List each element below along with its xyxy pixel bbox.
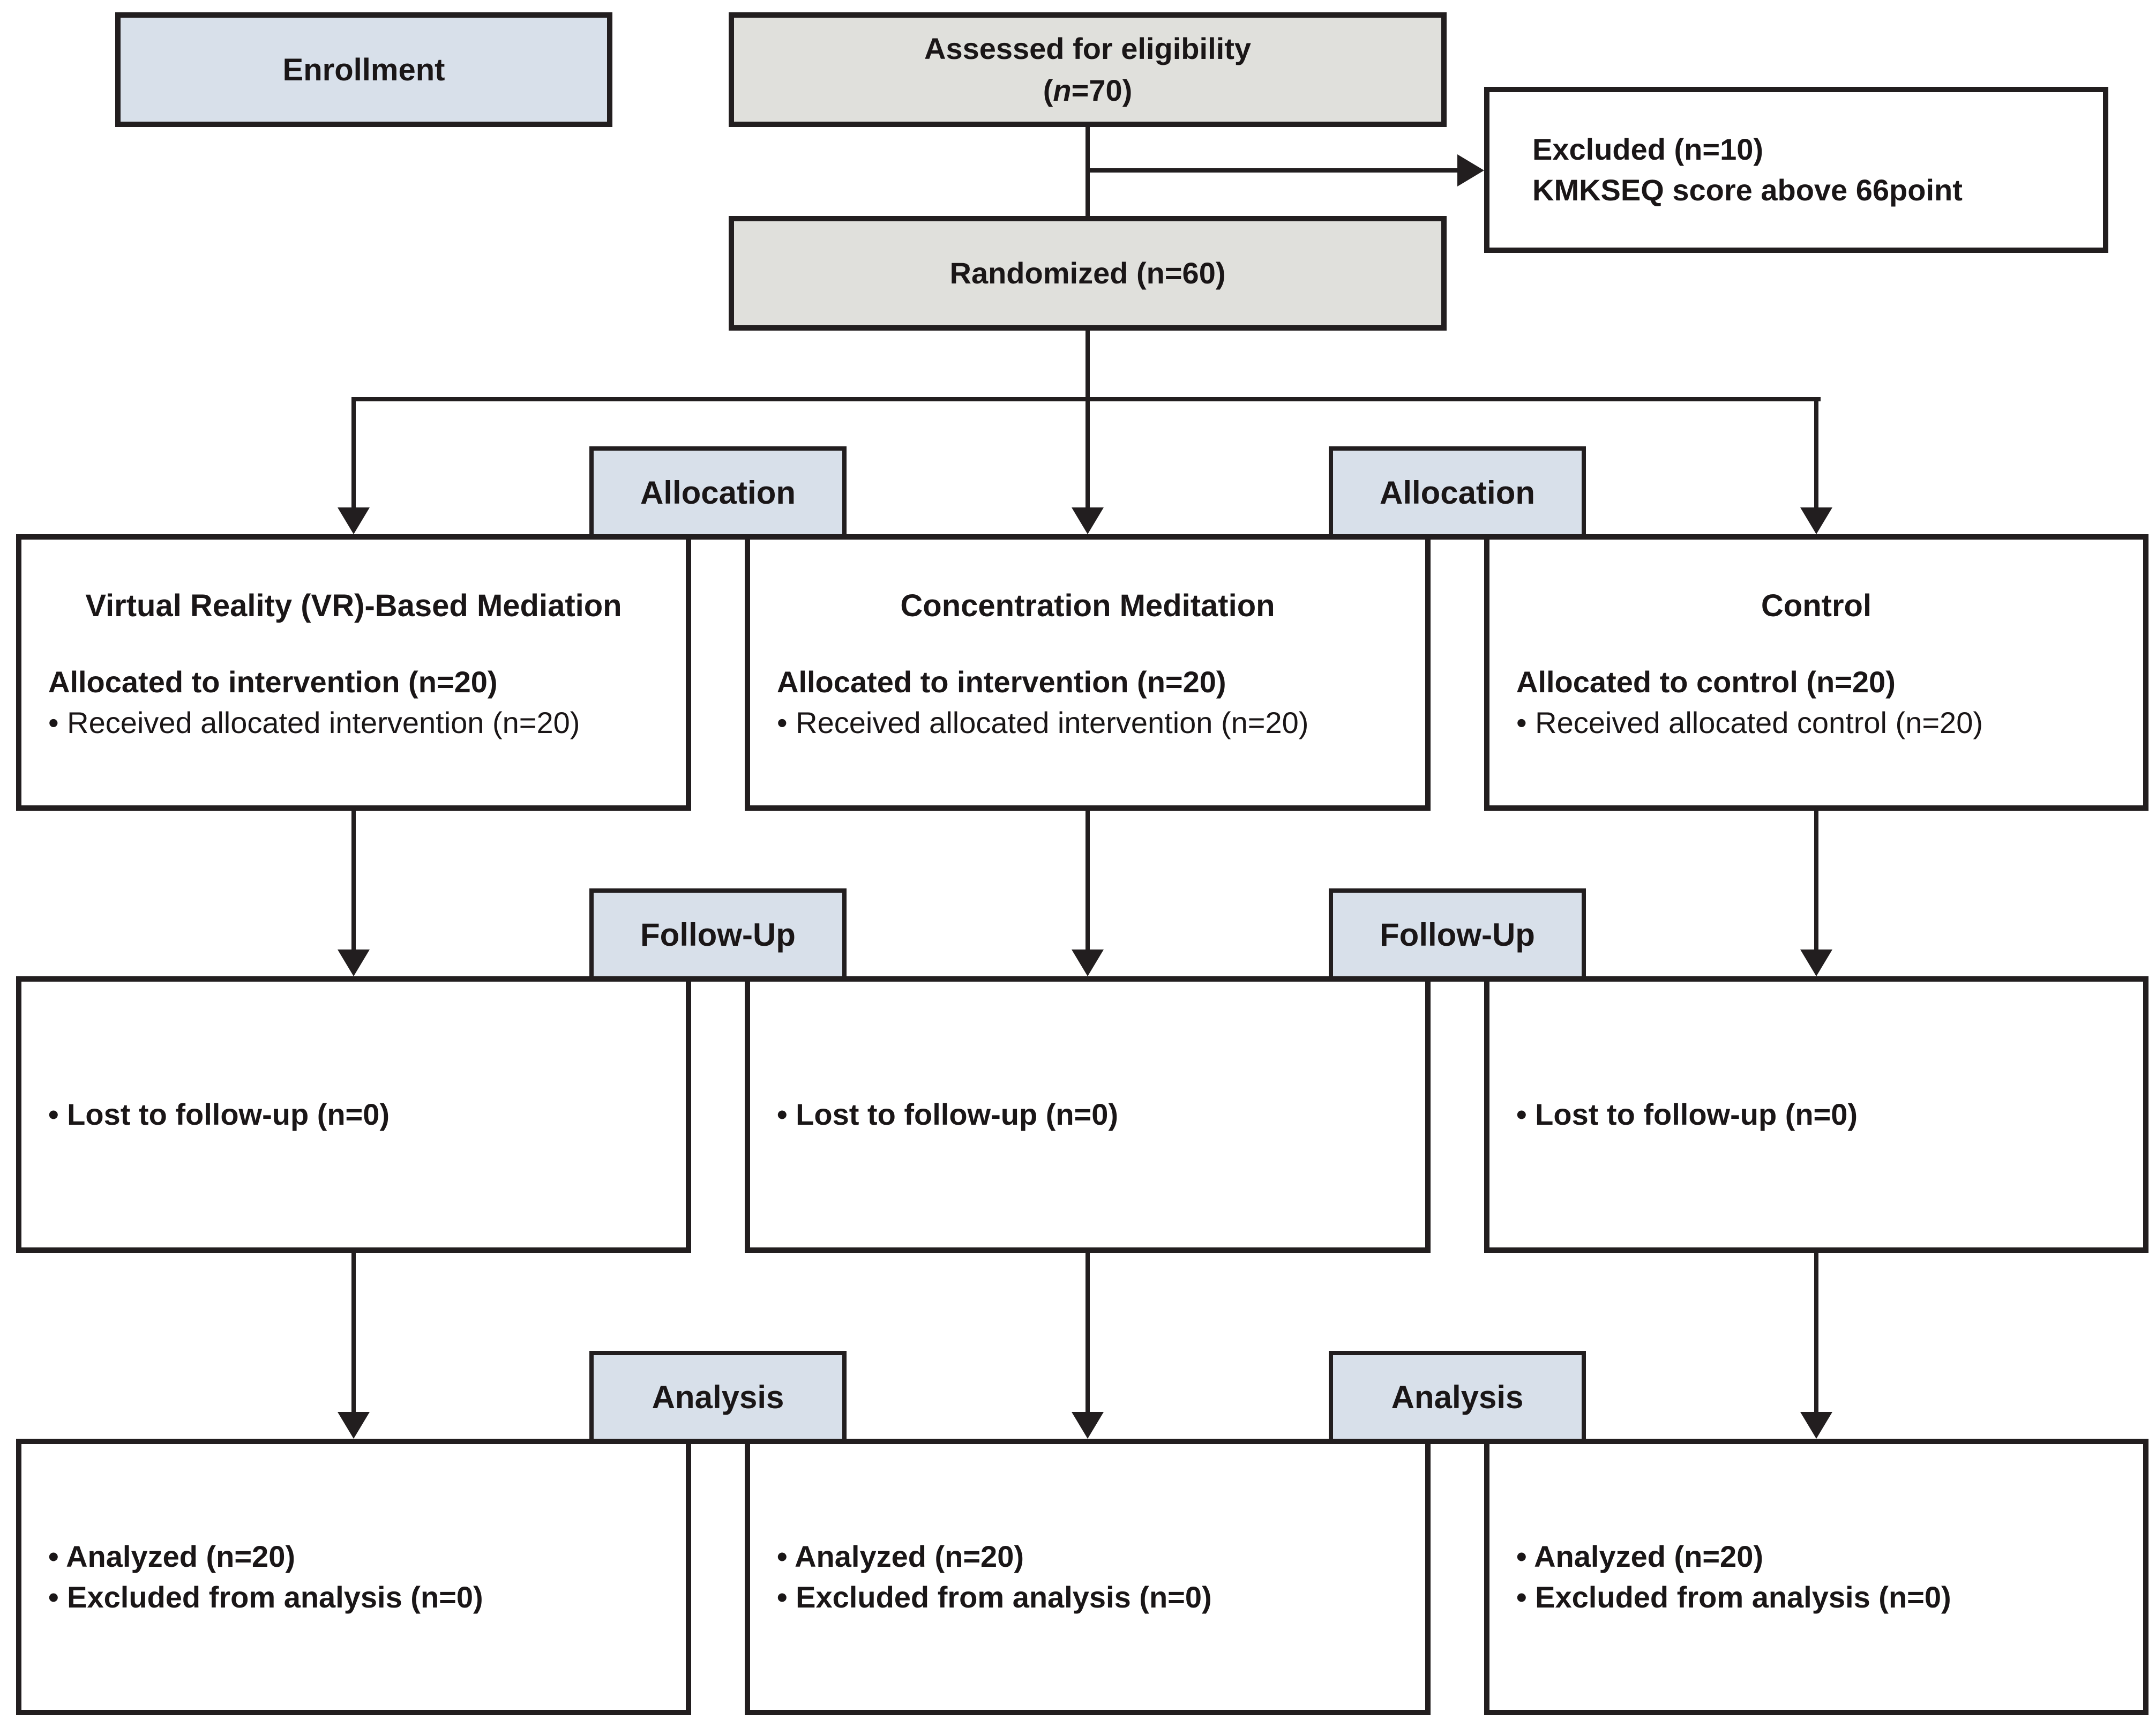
analysis-bullet2: • Excluded from analysis (n=0) <box>1516 1580 1951 1614</box>
followup-bullet: • Lost to follow-up (n=0) <box>777 1097 1119 1131</box>
randomized-label: Randomized (n=60) <box>949 256 1226 290</box>
connector-followup-middle <box>1086 811 1090 951</box>
excluded-box: Excluded (n=10) KMKSEQ score above 66poi… <box>1484 87 2108 253</box>
arm-title: Concentration Meditation <box>900 588 1275 623</box>
analysis-bullet1: • Analyzed (n=20) <box>1516 1539 1763 1573</box>
connector-analysis-right <box>1814 1253 1818 1413</box>
arrowhead-allocation-middle <box>1072 507 1104 534</box>
arm-title: Virtual Reality (VR)-Based Mediation <box>85 588 622 623</box>
arrowhead-allocation-left <box>338 507 370 534</box>
allocation-bullet: • Received allocated intervention (n=20) <box>777 706 1309 739</box>
followup-bullet: • Lost to follow-up (n=0) <box>48 1097 390 1131</box>
branch-drop-left <box>351 397 356 507</box>
arrowhead-followup-middle <box>1072 950 1104 976</box>
connector-followup-right <box>1814 811 1818 951</box>
enrollment-label: Enrollment <box>282 52 445 87</box>
assessed-line1: Assessed for eligibility <box>924 31 1251 65</box>
analysis-box-vr: • Analyzed (n=20) • Excluded from analys… <box>16 1444 691 1715</box>
connector-followup-left <box>351 811 356 951</box>
arrowhead-analysis-right <box>1800 1412 1832 1439</box>
excluded-line1: Excluded (n=10) <box>1532 132 1764 166</box>
analysis-label-right: Analysis <box>1329 1351 1586 1439</box>
allocation-row: Virtual Reality (VR)-Based Mediation All… <box>16 534 2148 811</box>
allocation-label-left: Allocation <box>589 446 847 534</box>
arrowhead-allocation-right <box>1800 507 1832 534</box>
assessed-line2: (n=70) <box>1043 73 1133 107</box>
arrowhead-analysis-left <box>338 1412 370 1439</box>
excluded-line2: KMKSEQ score above 66point <box>1532 173 1963 207</box>
allocation-bullet: • Received allocated control (n=20) <box>1516 706 1983 739</box>
followup-box-vr: • Lost to follow-up (n=0) <box>16 982 691 1253</box>
allocation-bullet: • Received allocated intervention (n=20) <box>48 706 580 739</box>
enrollment-label-box: Enrollment <box>115 12 612 127</box>
followup-box-control: • Lost to follow-up (n=0) <box>1484 982 2148 1253</box>
followup-label-right: Follow-Up <box>1329 888 1586 976</box>
arrowhead-followup-left <box>338 950 370 976</box>
followup-bullet: • Lost to follow-up (n=0) <box>1516 1097 1858 1131</box>
branch-drop-middle <box>1086 397 1090 507</box>
arrowhead-followup-right <box>1800 950 1832 976</box>
allocation-box-control: Control Allocated to control (n=20) • Re… <box>1484 540 2148 811</box>
allocation-box-vr: Virtual Reality (VR)-Based Mediation All… <box>16 540 691 811</box>
connector-randomized-branch <box>1086 331 1090 401</box>
randomized-box: Randomized (n=60) <box>729 216 1447 331</box>
allocation-box-concentration: Concentration Meditation Allocated to in… <box>745 540 1431 811</box>
analysis-bullet1: • Analyzed (n=20) <box>48 1539 295 1573</box>
italic-n: n <box>1053 73 1072 107</box>
allocation-heading: Allocated to control (n=20) <box>1516 665 1896 699</box>
arrowhead-analysis-middle <box>1072 1412 1104 1439</box>
followup-label-left: Follow-Up <box>589 888 847 976</box>
followup-box-concentration: • Lost to follow-up (n=0) <box>745 982 1431 1253</box>
allocation-heading: Allocated to intervention (n=20) <box>777 665 1226 699</box>
arrowhead-excluded <box>1457 154 1484 186</box>
analysis-row: • Analyzed (n=20) • Excluded from analys… <box>16 1439 2148 1715</box>
connector-analysis-left <box>351 1253 356 1413</box>
analysis-bullet2: • Excluded from analysis (n=0) <box>48 1580 483 1614</box>
followup-row: • Lost to follow-up (n=0) • Lost to foll… <box>16 976 2148 1253</box>
allocation-heading: Allocated to intervention (n=20) <box>48 665 498 699</box>
connector-analysis-middle <box>1086 1253 1090 1413</box>
assessed-eligibility-box: Assessed for eligibility (n=70) <box>729 12 1447 127</box>
allocation-label-right: Allocation <box>1329 446 1586 534</box>
analysis-box-concentration: • Analyzed (n=20) • Excluded from analys… <box>745 1444 1431 1715</box>
analysis-bullet1: • Analyzed (n=20) <box>777 1539 1024 1573</box>
arm-title: Control <box>1761 588 1872 623</box>
analysis-bullet2: • Excluded from analysis (n=0) <box>777 1580 1212 1614</box>
analysis-box-control: • Analyzed (n=20) • Excluded from analys… <box>1484 1444 2148 1715</box>
connector-to-excluded <box>1088 168 1458 173</box>
branch-drop-right <box>1814 397 1818 507</box>
analysis-label-left: Analysis <box>589 1351 847 1439</box>
